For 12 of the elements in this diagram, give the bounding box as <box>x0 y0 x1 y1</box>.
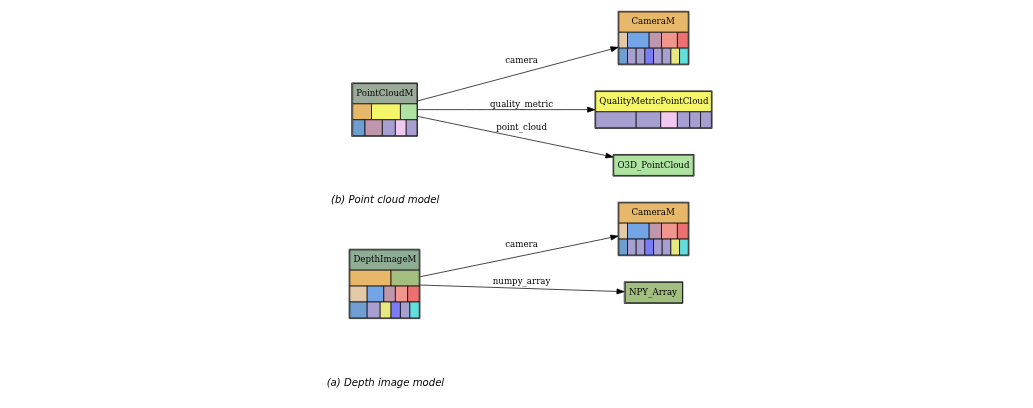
arrow <box>419 284 625 295</box>
arrow <box>417 116 614 159</box>
edge-label: camera <box>505 238 538 249</box>
edge-label: numpy_array <box>492 276 551 287</box>
label: (b) Point cloud model <box>331 194 440 206</box>
arrow <box>417 106 596 113</box>
arrow <box>417 46 619 102</box>
edge-label: point_cloud <box>496 121 547 132</box>
edge-label: quality_metric <box>490 99 554 110</box>
arrow <box>419 234 619 278</box>
edge-label: camera <box>505 55 538 66</box>
label: (a) Depth image model <box>326 376 445 388</box>
